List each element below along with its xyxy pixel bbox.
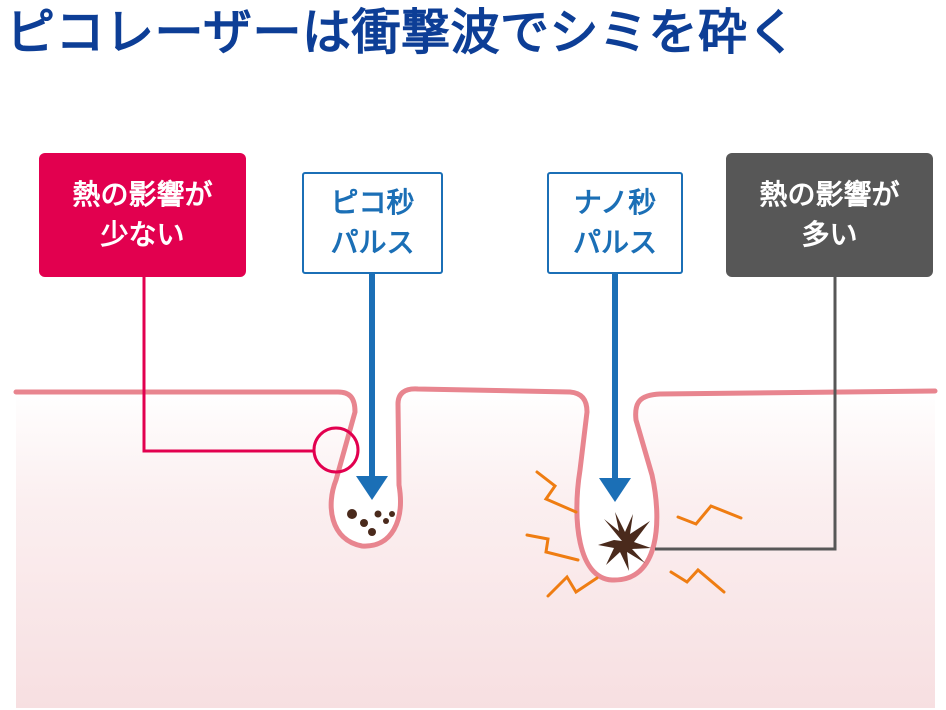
skin-tissue: [16, 388, 935, 708]
page-title: ピコレーザーは衝撃波でシミを砕く: [6, 4, 798, 61]
nano-arrow-down-icon: [599, 274, 631, 502]
pico-pulse-label-line1: ピコ秒: [330, 186, 415, 219]
highlight-circle: [312, 426, 360, 474]
heat-zigzag-icon: [525, 470, 743, 598]
low-heat-label-line1: 熱の影響が: [72, 178, 213, 211]
skin-surface-line: [13, 386, 938, 583]
high-heat-label-line2: 多い: [801, 218, 858, 251]
low-heat-label: 熱の影響が 少ない: [39, 153, 246, 277]
nano-pulse-label-line2: パルス: [572, 226, 657, 259]
pico-pulse-label: ピコ秒 パルス: [302, 172, 443, 274]
pico-pulse-label-line2: パルス: [330, 226, 415, 259]
high-heat-label: 熱の影響が 多い: [726, 153, 933, 277]
pico-arrow-down-icon: [356, 274, 388, 500]
nano-pulse-label-line1: ナノ秒: [573, 186, 657, 219]
pigment-dots-icon: [347, 509, 395, 536]
low-heat-label-line2: 少ない: [100, 218, 185, 251]
shattered-pigment-icon: [598, 512, 651, 571]
high-heat-leader: [655, 277, 837, 551]
high-heat-label-line1: 熱の影響が: [759, 178, 900, 211]
low-heat-leader: [142, 277, 360, 474]
nano-pulse-label: ナノ秒 パルス: [547, 172, 683, 274]
